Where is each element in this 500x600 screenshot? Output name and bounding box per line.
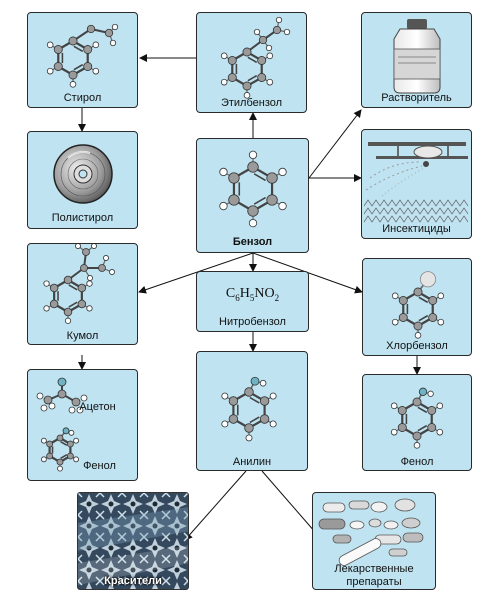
cumene-molecule-icon [43,244,115,324]
acetone-molecule-icon [36,377,88,414]
phenol-molecule-icon [40,427,80,472]
phenol-left-label: Фенол [83,460,116,472]
node-phenol: Фенол [362,374,472,471]
cd-disc-icon [53,144,113,204]
node-polystyrene: Полистирол [27,131,138,229]
pills-icon [318,498,424,566]
dyes-label: Красители [104,575,162,587]
arrow-benzene-to-solvent [308,109,362,179]
acetone-label: Ацетон [79,401,116,413]
polystyrene-label: Полистирол [51,212,114,224]
node-cumene: Кумол [27,243,138,345]
drugs-label-line1: Лекарственные [334,563,414,575]
node-drugs: Лекарственные препараты [312,492,436,590]
styrene-label: Стирол [63,92,102,104]
nitrobenzene-formula: C6H5NO2 [225,286,280,303]
dyed-fabric-image [78,493,188,589]
node-styrene: Стирол [27,12,138,108]
ethylbenzene-molecule-icon [220,16,291,99]
aniline-label: Анилин [232,456,272,468]
node-acetone-phenol: Ацетон Фенол [27,369,138,481]
chlorobenzene-label: Хлорбензол [386,340,448,352]
insecticides-label: Инсектициды [382,223,451,235]
aniline-molecule-icon [221,376,277,442]
node-aniline: Анилин [196,351,308,471]
solvent-label: Растворитель [381,92,452,104]
cumene-label: Кумол [66,330,99,342]
chlorobenzene-molecule-icon [391,271,445,339]
bottle-icon [393,19,441,94]
styrene-molecule-icon [46,23,119,88]
drugs-label-line2: препараты [346,576,402,588]
node-ethylbenzene: Этилбензол [196,12,307,113]
benzene-label: Бензол [232,236,273,248]
phenol-molecule-icon-right [390,387,444,449]
arrow-aniline-to-dyes [184,470,247,541]
node-solvent: Растворитель [361,12,472,108]
node-chlorobenzene: Хлорбензол [362,258,472,356]
phenol-right-label: Фенол [400,456,434,468]
node-benzene: Бензол [196,138,309,253]
ethylbenzene-label: Этилбензол [220,97,283,109]
node-dyes: Красители [77,492,189,590]
node-nitrobenzene: C6H5NO2 Нитробензол [196,271,309,332]
node-insecticides: Инсектициды [361,129,472,239]
benzene-molecule-icon [219,150,287,228]
nitrobenzene-label: Нитробензол [219,316,286,328]
crop-duster-plane-icon [363,142,469,223]
